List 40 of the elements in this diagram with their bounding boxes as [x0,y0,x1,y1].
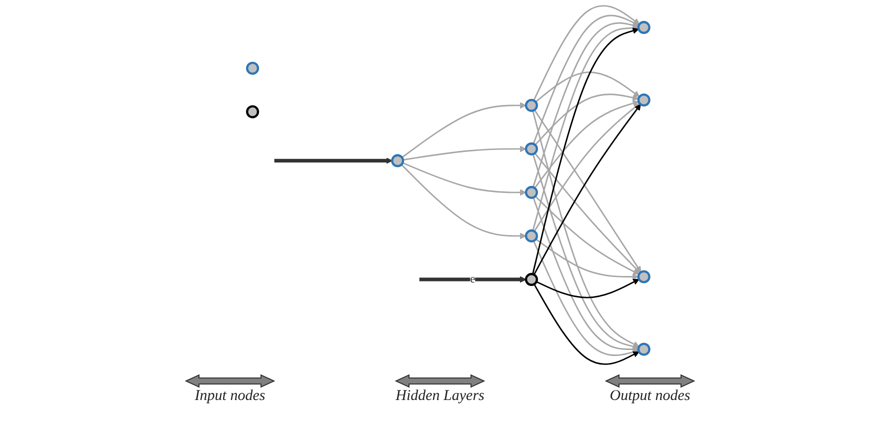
arrow [402,146,526,161]
arrow [533,284,640,365]
arrow [534,103,640,232]
node-circle [391,154,404,168]
arrow [532,154,639,350]
node-circle [637,270,650,284]
arrow [532,28,639,274]
arrow [419,276,526,283]
node-circle [524,98,538,112]
arrow [532,14,640,144]
arrow [400,164,526,240]
arrow [532,240,639,356]
arrow [532,24,639,231]
node-circle [637,342,650,356]
arrow [534,100,639,188]
arrow [534,152,640,274]
arrow [534,196,640,275]
node-circle [524,186,538,199]
range-label: Output nodes [605,374,695,405]
edge-label: e [470,272,476,286]
node-circle [524,229,538,242]
arrow [532,110,640,348]
node-circle [637,20,650,34]
arrow [402,162,526,196]
node-circle [246,62,260,75]
arrow [535,72,640,103]
arrow [532,22,639,188]
arrow [532,197,639,352]
arrow [534,94,639,146]
arrow [535,238,639,280]
node-circle [637,93,650,106]
arrow [401,102,526,158]
node-circle [246,105,260,118]
node-circle [524,272,538,286]
arrow [536,278,640,298]
range-label: Input nodes [185,374,275,405]
range-label: Hidden Layers [395,374,485,405]
arrow [274,158,392,164]
arrow [533,5,640,101]
node-circle [524,142,538,156]
